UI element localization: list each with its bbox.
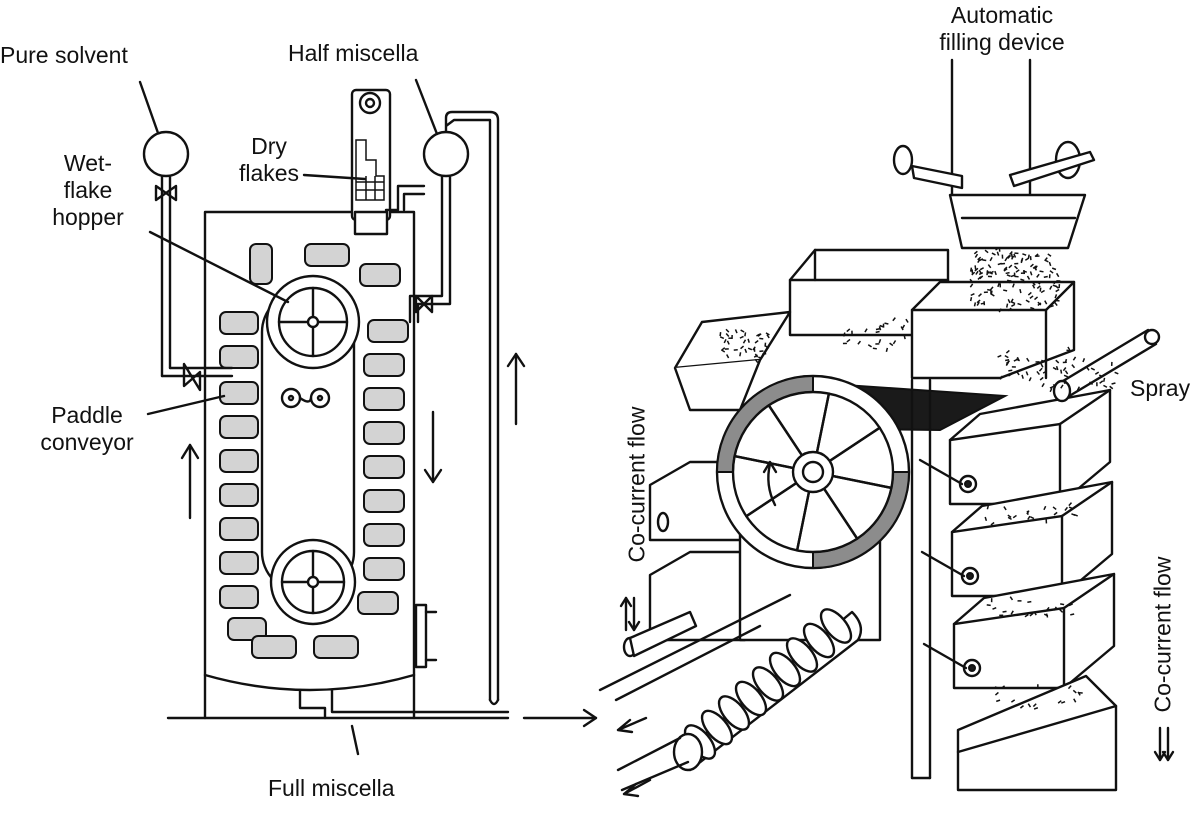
pure-solvent-tank — [144, 132, 232, 390]
co-current-flow-left-label: Co-current flow — [624, 393, 651, 563]
full-miscella-label: Full miscella — [268, 775, 395, 802]
vertical-chain — [912, 380, 930, 778]
pure-solvent-label: Pure solvent — [0, 42, 128, 69]
vessel-bottom-curve — [205, 675, 414, 690]
full-miscella-outlet — [300, 605, 508, 718]
spray-label: Spray — [1130, 375, 1190, 402]
co-current-flow-right-label: Co-current flow — [1150, 543, 1177, 713]
bottom-sprocket — [271, 540, 355, 624]
transfer-arrow — [524, 710, 596, 726]
idler-rollers — [282, 389, 329, 407]
dry-flakes-label: Dry flakes — [226, 133, 312, 187]
automatic-filling-device-label: Automatic filling device — [920, 2, 1084, 56]
filling-device — [894, 60, 1094, 248]
rotary-extractor — [600, 60, 1173, 796]
top-right-box — [912, 282, 1074, 378]
dry-flakes-chute — [352, 90, 390, 234]
tipped-basket — [675, 312, 790, 368]
wet-flake-hopper-label: Wet- flake hopper — [26, 150, 150, 231]
top-sprocket — [267, 276, 359, 368]
right-stacked-baskets — [920, 390, 1116, 790]
big-wheel — [717, 376, 909, 568]
paddle-conveyor-label: Paddle conveyor — [20, 402, 154, 456]
half-miscella-label: Half miscella — [288, 40, 418, 67]
vertical-extractor — [144, 90, 524, 718]
